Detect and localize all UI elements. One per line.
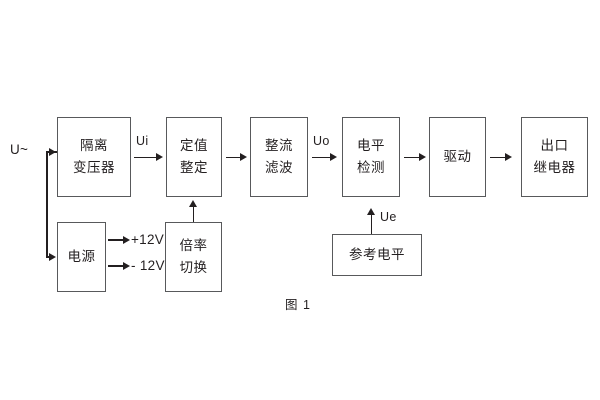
arrow-power-supply-negative-rail (123, 261, 130, 270)
block-setting-value-line-2: 整定 (180, 160, 208, 175)
block-reference-level-line-1: 参考电平 (349, 247, 405, 263)
block-level-detection-line-1: 电平 (357, 138, 385, 154)
wire-multiplier-to-setting (192, 206, 195, 222)
arrow-isolation-to-setting (156, 153, 163, 162)
wire-bus-to-power-supply (46, 256, 51, 258)
block-rectify-filter-line-2: 滤波 (265, 160, 293, 175)
block-level-detection[interactable]: 电平 检测 (342, 117, 400, 197)
figure-caption: 图 1 (285, 298, 311, 312)
block-reference-level[interactable]: 参考电平 (332, 234, 422, 276)
block-multiplier-switch-line-2: 切换 (179, 260, 208, 275)
signal-label-ui: Ui (136, 134, 149, 148)
wire-isolation-to-setting (134, 156, 158, 159)
block-multiplier-switch[interactable]: 倍率 切换 (165, 222, 222, 292)
arrow-drive-to-output-relay (505, 153, 512, 162)
wire-drive-to-output-relay (490, 156, 507, 159)
block-rectify-filter-line-1: 整流 (265, 138, 293, 154)
arrow-into-isolation-transformer (49, 147, 56, 156)
wire-setting-to-rectify (226, 156, 242, 159)
arrow-power-supply-positive-rail (123, 235, 130, 244)
arrow-rectify-to-level-detection (330, 153, 337, 162)
signal-label-uo: Uo (313, 134, 330, 148)
block-output-relay-line-2: 继电器 (533, 160, 576, 175)
signal-label-ue: Ue (380, 210, 397, 224)
wire-power-supply-positive-rail (108, 239, 125, 241)
block-isolation-transformer-line-1: 隔离 (80, 138, 108, 154)
wire-reference-to-level-detection (370, 214, 373, 234)
block-setting-value-line-1: 定值 (180, 138, 208, 154)
block-isolation-transformer[interactable]: 隔离 变压器 (57, 117, 131, 197)
block-output-relay-line-1: 出口 (540, 138, 569, 154)
arrow-setting-to-rectify (240, 153, 247, 162)
block-level-detection-line-2: 检测 (357, 160, 385, 175)
arrow-level-detection-to-drive (419, 153, 426, 162)
arrow-into-power-supply (49, 252, 56, 261)
wire-source-bus-vertical (46, 151, 48, 257)
block-multiplier-switch-line-1: 倍率 (179, 238, 208, 254)
block-power-supply[interactable]: 电源 (57, 222, 106, 292)
source-label-u-ac: U~ (10, 142, 29, 157)
block-output-relay[interactable]: 出口 继电器 (521, 117, 588, 197)
block-isolation-transformer-line-2: 变压器 (73, 160, 115, 175)
block-drive-line-1: 驱动 (443, 149, 472, 165)
arrow-reference-to-level-detection (367, 208, 375, 215)
supply-rail-label-positive: +12V (131, 232, 165, 247)
block-rectify-filter[interactable]: 整流 滤波 (250, 117, 308, 197)
block-drive[interactable]: 驱动 (429, 117, 486, 197)
arrow-multiplier-to-setting (189, 200, 197, 207)
wire-level-detection-to-drive (404, 156, 421, 159)
wire-rectify-to-level-detection (312, 156, 332, 159)
block-setting-value[interactable]: 定值 整定 (166, 117, 222, 197)
wire-bus-to-isolation-transformer (46, 151, 51, 153)
supply-rail-label-negative: - 12V (131, 258, 165, 273)
block-power-supply-line-1: 电源 (67, 249, 96, 265)
wire-power-supply-negative-rail (108, 265, 125, 267)
